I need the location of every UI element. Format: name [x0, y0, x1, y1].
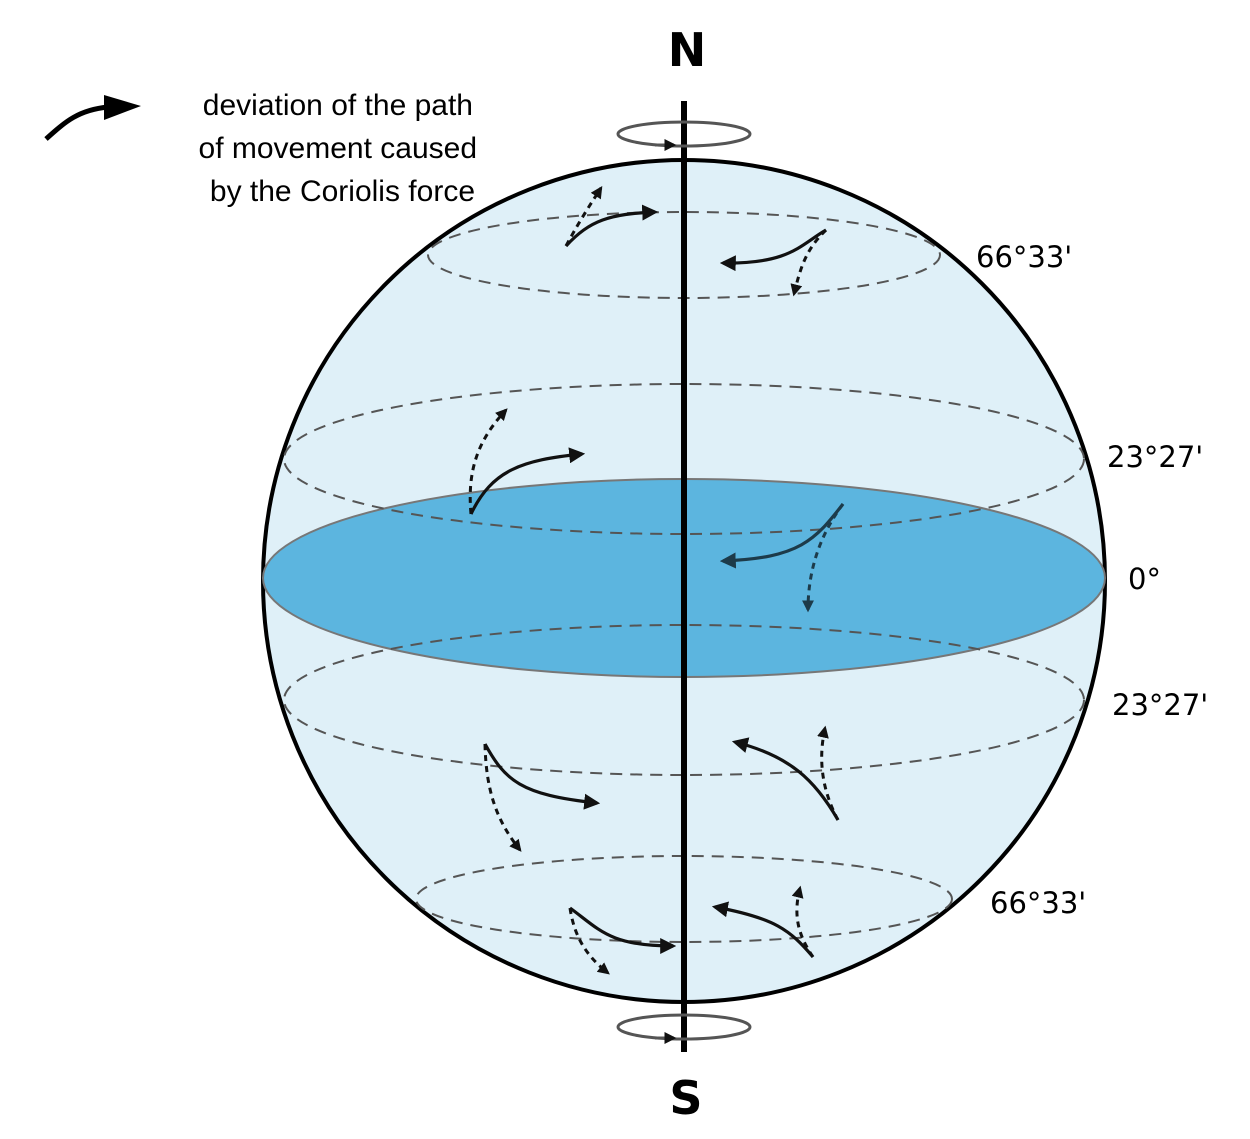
arrow-pair-south-tropic-left: [483, 743, 601, 852]
arrow-pair-north-polar-right: [719, 228, 828, 297]
south-rotation-icon: [616, 1013, 752, 1044]
arrow-pair-south-polar-left: [568, 906, 677, 975]
arctic-circle-label: 66°33': [976, 240, 1072, 274]
curved-arrow-icon: [44, 104, 109, 141]
south-pole-label: S: [669, 1071, 702, 1125]
tropic-of-capricorn-label: 23°27': [1112, 688, 1208, 722]
arrow-pair-south-polar-right: [711, 885, 815, 959]
tropic-of-cancer-label: 23°27': [1107, 440, 1203, 474]
legend-line-2: of movement caused: [199, 132, 477, 165]
arrow-pair-north-polar-left: [564, 185, 659, 248]
legend-line-3: by the Coriolis force: [210, 175, 475, 208]
tropic-of-capricorn-line: [283, 624, 1085, 776]
tropic-of-cancer-line: [283, 383, 1085, 535]
legend: deviation of the path of movement caused…: [44, 89, 477, 208]
arrow-pair-north-tropic: [468, 408, 586, 515]
north-pole-label: N: [668, 23, 707, 77]
arrow-pair-south-tropic-right: [731, 725, 840, 821]
arrow-pair-equator: [719, 503, 845, 613]
antarctic-circle-line: [415, 855, 953, 943]
north-rotation-icon: [616, 120, 752, 151]
legend-line-1: deviation of the path: [203, 89, 473, 122]
antarctic-circle-label: 66°33': [990, 886, 1086, 920]
equator-label: 0°: [1128, 562, 1161, 596]
